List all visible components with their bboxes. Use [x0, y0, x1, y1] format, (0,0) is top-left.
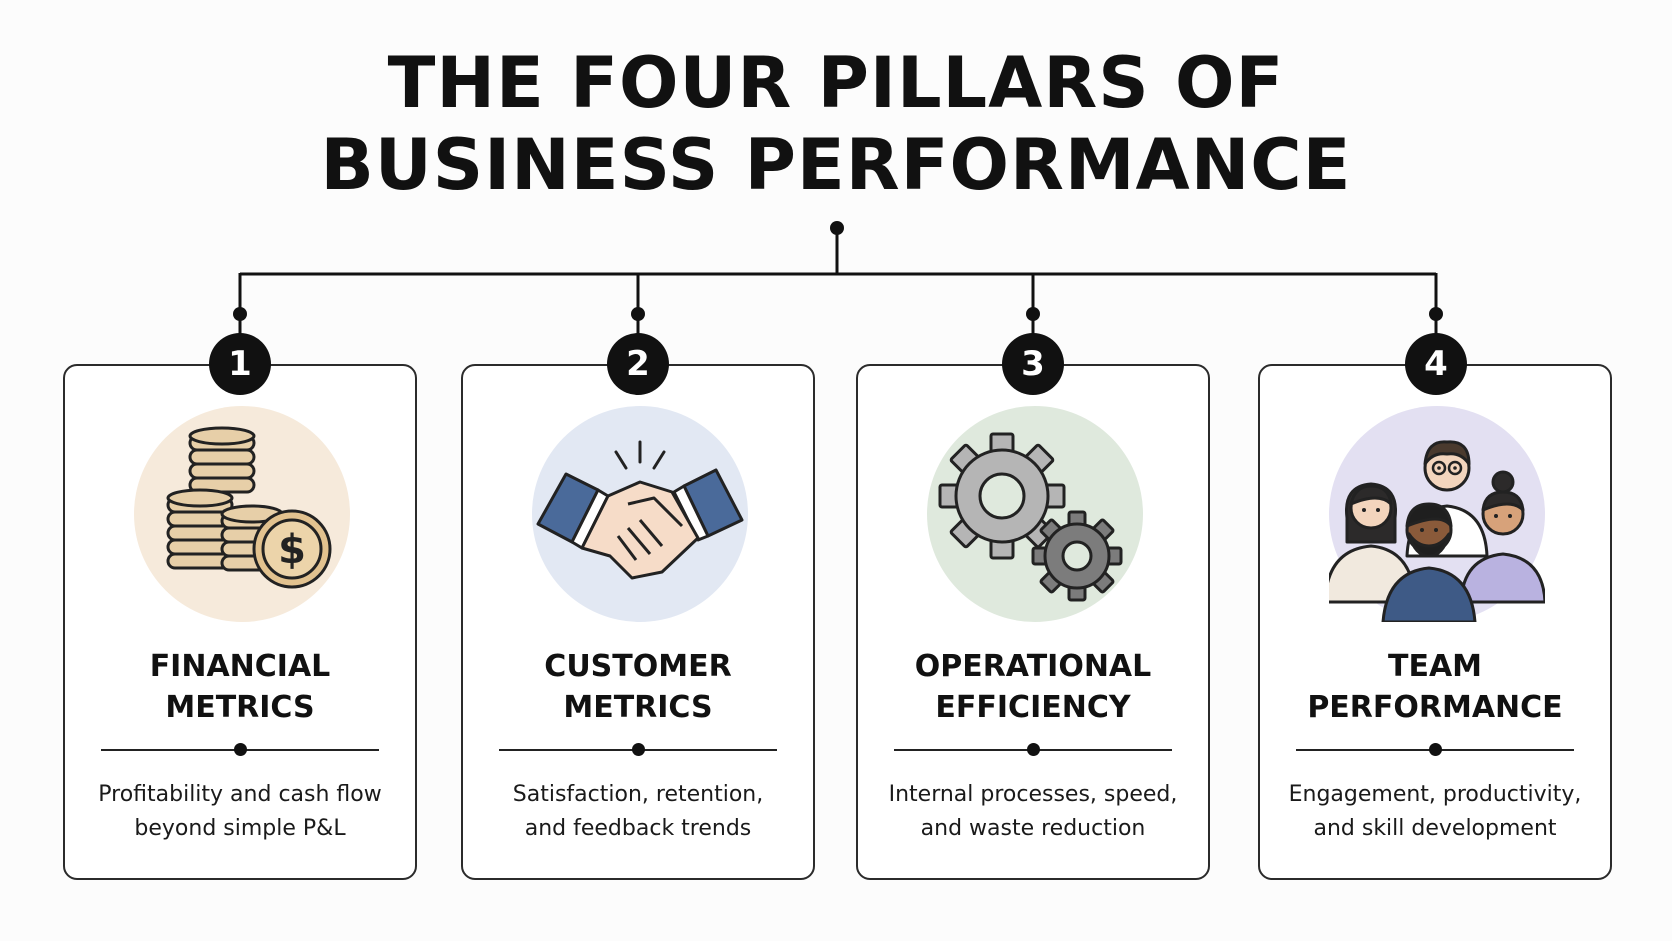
pillar-title-line-2: METRICS	[165, 690, 315, 725]
pillar-title-line-2: PERFORMANCE	[1307, 690, 1563, 725]
pillar-number-badge-4: 4	[1405, 333, 1467, 395]
pillar-number-badge-1: 1	[209, 333, 271, 395]
title-line-1: THE FOUR PILLARS OF	[387, 42, 1285, 124]
pillar-desc-line-2: and waste reduction	[920, 816, 1146, 841]
pillar-title-line-1: OPERATIONAL	[914, 649, 1152, 684]
pillar-card-operational: OPERATIONAL EFFICIENCY Internal processe…	[856, 364, 1210, 880]
pillar-divider-dot	[631, 743, 645, 756]
pillar-title-operational: OPERATIONAL EFFICIENCY	[858, 646, 1208, 728]
pillar-desc-line-2: and feedback trends	[524, 816, 752, 841]
team-people-icon	[1329, 440, 1545, 622]
connector-dot-3	[1026, 307, 1040, 321]
pillar-desc-line-1: Profitability and cash flow	[98, 782, 382, 807]
title-line-2: BUSINESS PERFORMANCE	[320, 124, 1352, 206]
pillar-description-team: Engagement, productivity, and skill deve…	[1270, 778, 1600, 846]
pillar-description-customer: Satisfaction, retention, and feedback tr…	[473, 778, 803, 846]
pillar-description-operational: Internal processes, speed, and waste red…	[868, 778, 1198, 846]
page-title: THE FOUR PILLARS OF BUSINESS PERFORMANCE	[0, 42, 1672, 206]
coins-dollar-icon: $	[166, 426, 332, 589]
connector-dot-4	[1429, 307, 1443, 321]
pillar-title-line-2: EFFICIENCY	[935, 690, 1131, 725]
pillar-desc-line-2: and skill development	[1313, 816, 1557, 841]
icon-circle-financial: $	[134, 406, 350, 622]
connector-dot-2	[631, 307, 645, 321]
icon-circle-customer	[532, 406, 748, 622]
pillar-number-badge-3: 3	[1002, 333, 1064, 395]
icon-circle-operational	[927, 406, 1143, 622]
pillar-title-line-2: METRICS	[563, 690, 713, 725]
pillar-title-financial: FINANCIAL METRICS	[65, 646, 415, 728]
pillar-card-financial: $ FINANCIAL METRICS Profitability and ca…	[63, 364, 417, 880]
pillar-desc-line-1: Satisfaction, retention,	[512, 782, 764, 807]
pillar-title-line-1: TEAM	[1387, 649, 1483, 684]
pillar-card-customer: CUSTOMER METRICS Satisfaction, retention…	[461, 364, 815, 880]
pillar-card-team: TEAM PERFORMANCE Engagement, productivit…	[1258, 364, 1612, 880]
pillar-desc-line-1: Internal processes, speed,	[888, 782, 1178, 807]
pillar-title-line-1: FINANCIAL	[149, 649, 331, 684]
pillar-desc-line-2: beyond simple P&L	[134, 816, 346, 841]
handshake-icon	[536, 440, 744, 580]
pillar-title-customer: CUSTOMER METRICS	[463, 646, 813, 728]
pillar-title-line-1: CUSTOMER	[544, 649, 732, 684]
pillar-title-team: TEAM PERFORMANCE	[1260, 646, 1610, 728]
gears-icon	[938, 432, 1123, 602]
pillar-description-financial: Profitability and cash flow beyond simpl…	[75, 778, 405, 846]
pillar-divider-dot	[1428, 743, 1442, 756]
icon-circle-team	[1329, 406, 1545, 622]
pillar-desc-line-1: Engagement, productivity,	[1288, 782, 1582, 807]
connector-dot-1	[233, 307, 247, 321]
pillar-divider-dot	[233, 743, 247, 756]
pillar-divider-dot	[1026, 743, 1040, 756]
svg-text:$: $	[278, 527, 306, 573]
pillar-number-badge-2: 2	[607, 333, 669, 395]
